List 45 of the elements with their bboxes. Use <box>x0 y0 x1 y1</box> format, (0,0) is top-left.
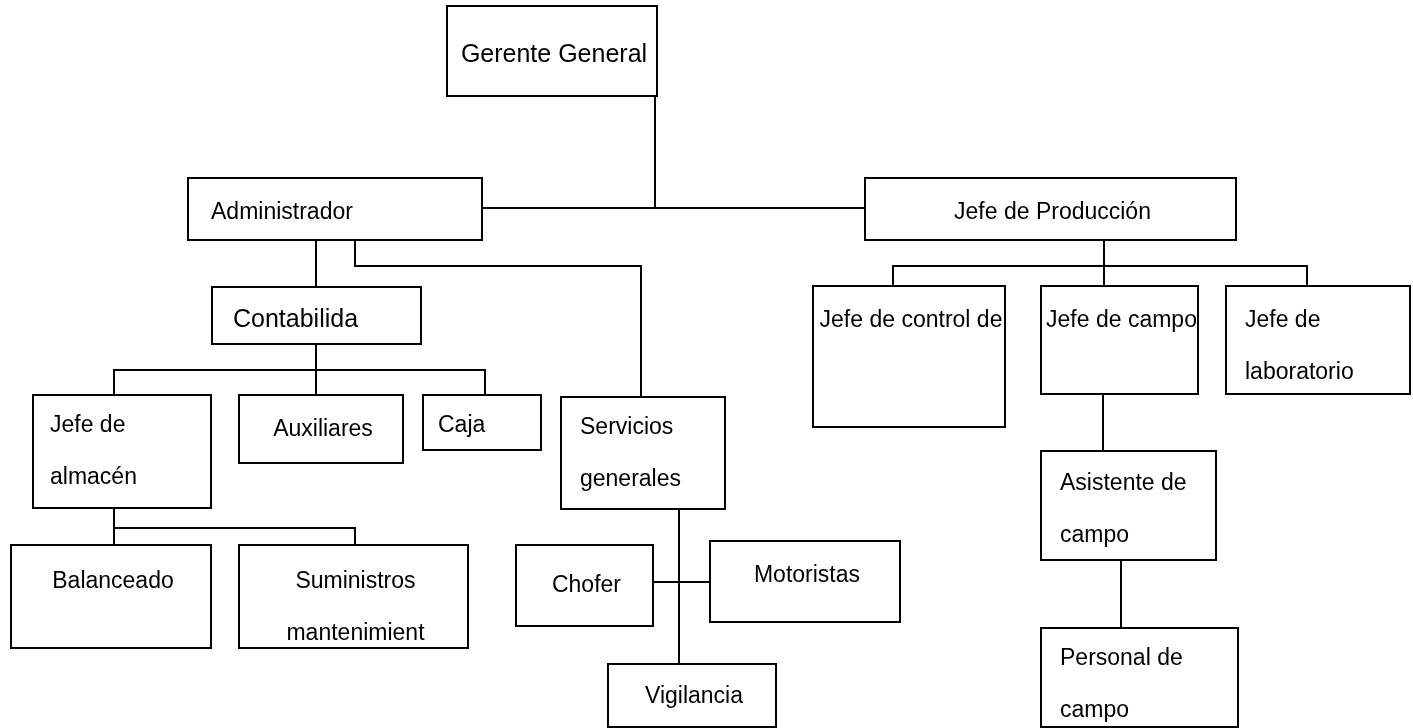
connector-line <box>113 508 356 545</box>
role-label: Motoristas <box>752 560 862 589</box>
role-label: Contabilida <box>233 303 360 334</box>
connector-line <box>678 509 680 664</box>
connector-line <box>315 240 317 287</box>
org-box <box>560 396 726 510</box>
role-label: Personal de campo <box>1060 643 1184 724</box>
org-box <box>238 394 404 464</box>
role-label: Jefe de Producción <box>953 197 1152 226</box>
org-box <box>32 394 212 509</box>
connector-line <box>1102 394 1104 451</box>
connector-line <box>315 344 486 395</box>
org-box <box>1040 627 1239 728</box>
org-box <box>1040 285 1199 395</box>
org-box <box>1225 285 1411 395</box>
org-box <box>238 544 469 649</box>
connector-line <box>654 96 865 209</box>
role-label: Administrador <box>211 197 354 226</box>
role-label: Caja <box>438 410 487 439</box>
org-box <box>515 544 654 627</box>
org-box <box>709 540 901 623</box>
org-box <box>812 285 1006 428</box>
connector-line <box>1120 560 1122 628</box>
role-label: Jefe de control de <box>818 305 1004 334</box>
org-box <box>607 663 777 728</box>
role-label: Jefe de campo <box>1045 305 1198 334</box>
role-label: Asistente de campo <box>1060 468 1188 549</box>
role-label: Balanceado <box>51 566 175 595</box>
role-label: Suministros mantenimient <box>285 566 426 647</box>
org-box <box>211 286 422 345</box>
role-label: Chofer <box>550 570 622 599</box>
role-label: Jefe de almacén <box>50 410 138 491</box>
connector-line <box>1103 240 1308 286</box>
org-box <box>10 544 212 649</box>
org-box <box>187 177 483 241</box>
role-label: Servicios generales <box>580 412 683 493</box>
role-label: Vigilancia <box>644 681 744 710</box>
org-box <box>1040 450 1217 561</box>
role-label: Gerente General <box>459 38 649 69</box>
org-box <box>446 5 658 97</box>
org-box <box>422 394 542 451</box>
connector-line <box>354 240 642 397</box>
org-box <box>864 177 1237 241</box>
role-label: Auxiliares <box>272 414 374 443</box>
role-label: Jefe de laboratorio <box>1245 305 1355 386</box>
